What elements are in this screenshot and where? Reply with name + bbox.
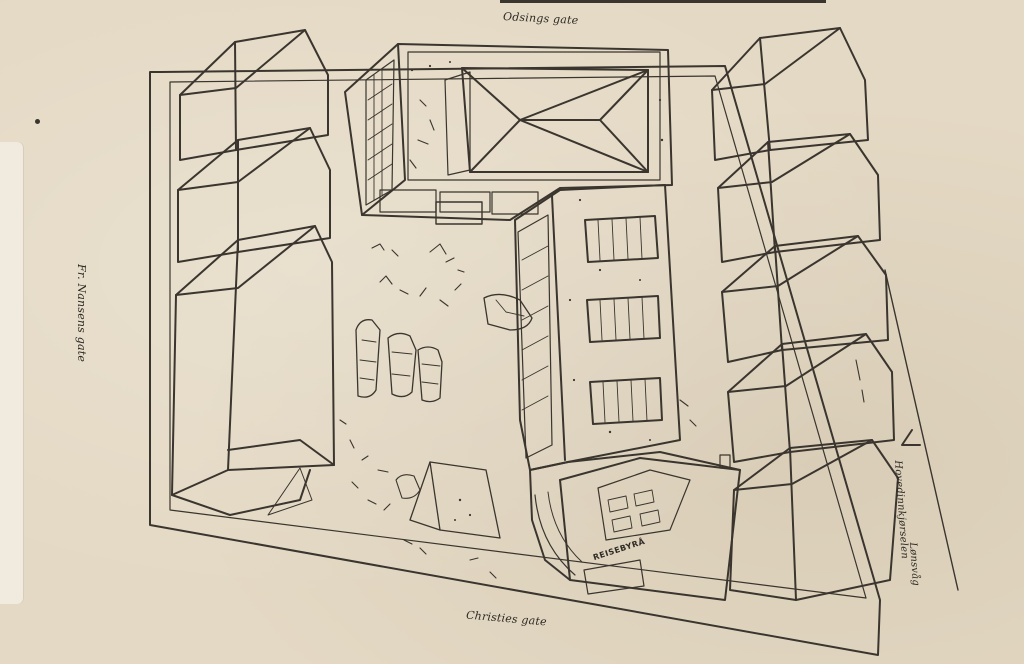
parked-cars	[355, 293, 533, 403]
street-label-left: Fr. Nansens gate	[75, 264, 88, 363]
debris-marks	[339, 99, 865, 579]
block-outline	[149, 65, 881, 656]
left-houses	[171, 29, 335, 516]
corner-building	[529, 451, 741, 601]
block-outline-inner	[169, 75, 867, 599]
page-edge-strip	[0, 142, 24, 604]
ink-dot	[35, 119, 40, 124]
right-wing	[514, 184, 681, 471]
courtyard-shed	[395, 461, 501, 539]
speckle-dots	[410, 61, 664, 521]
right-road	[884, 269, 959, 591]
entry-arrow	[901, 429, 921, 446]
top-building	[344, 43, 673, 225]
top-border-rule	[500, 0, 826, 3]
right-houses	[711, 27, 899, 601]
